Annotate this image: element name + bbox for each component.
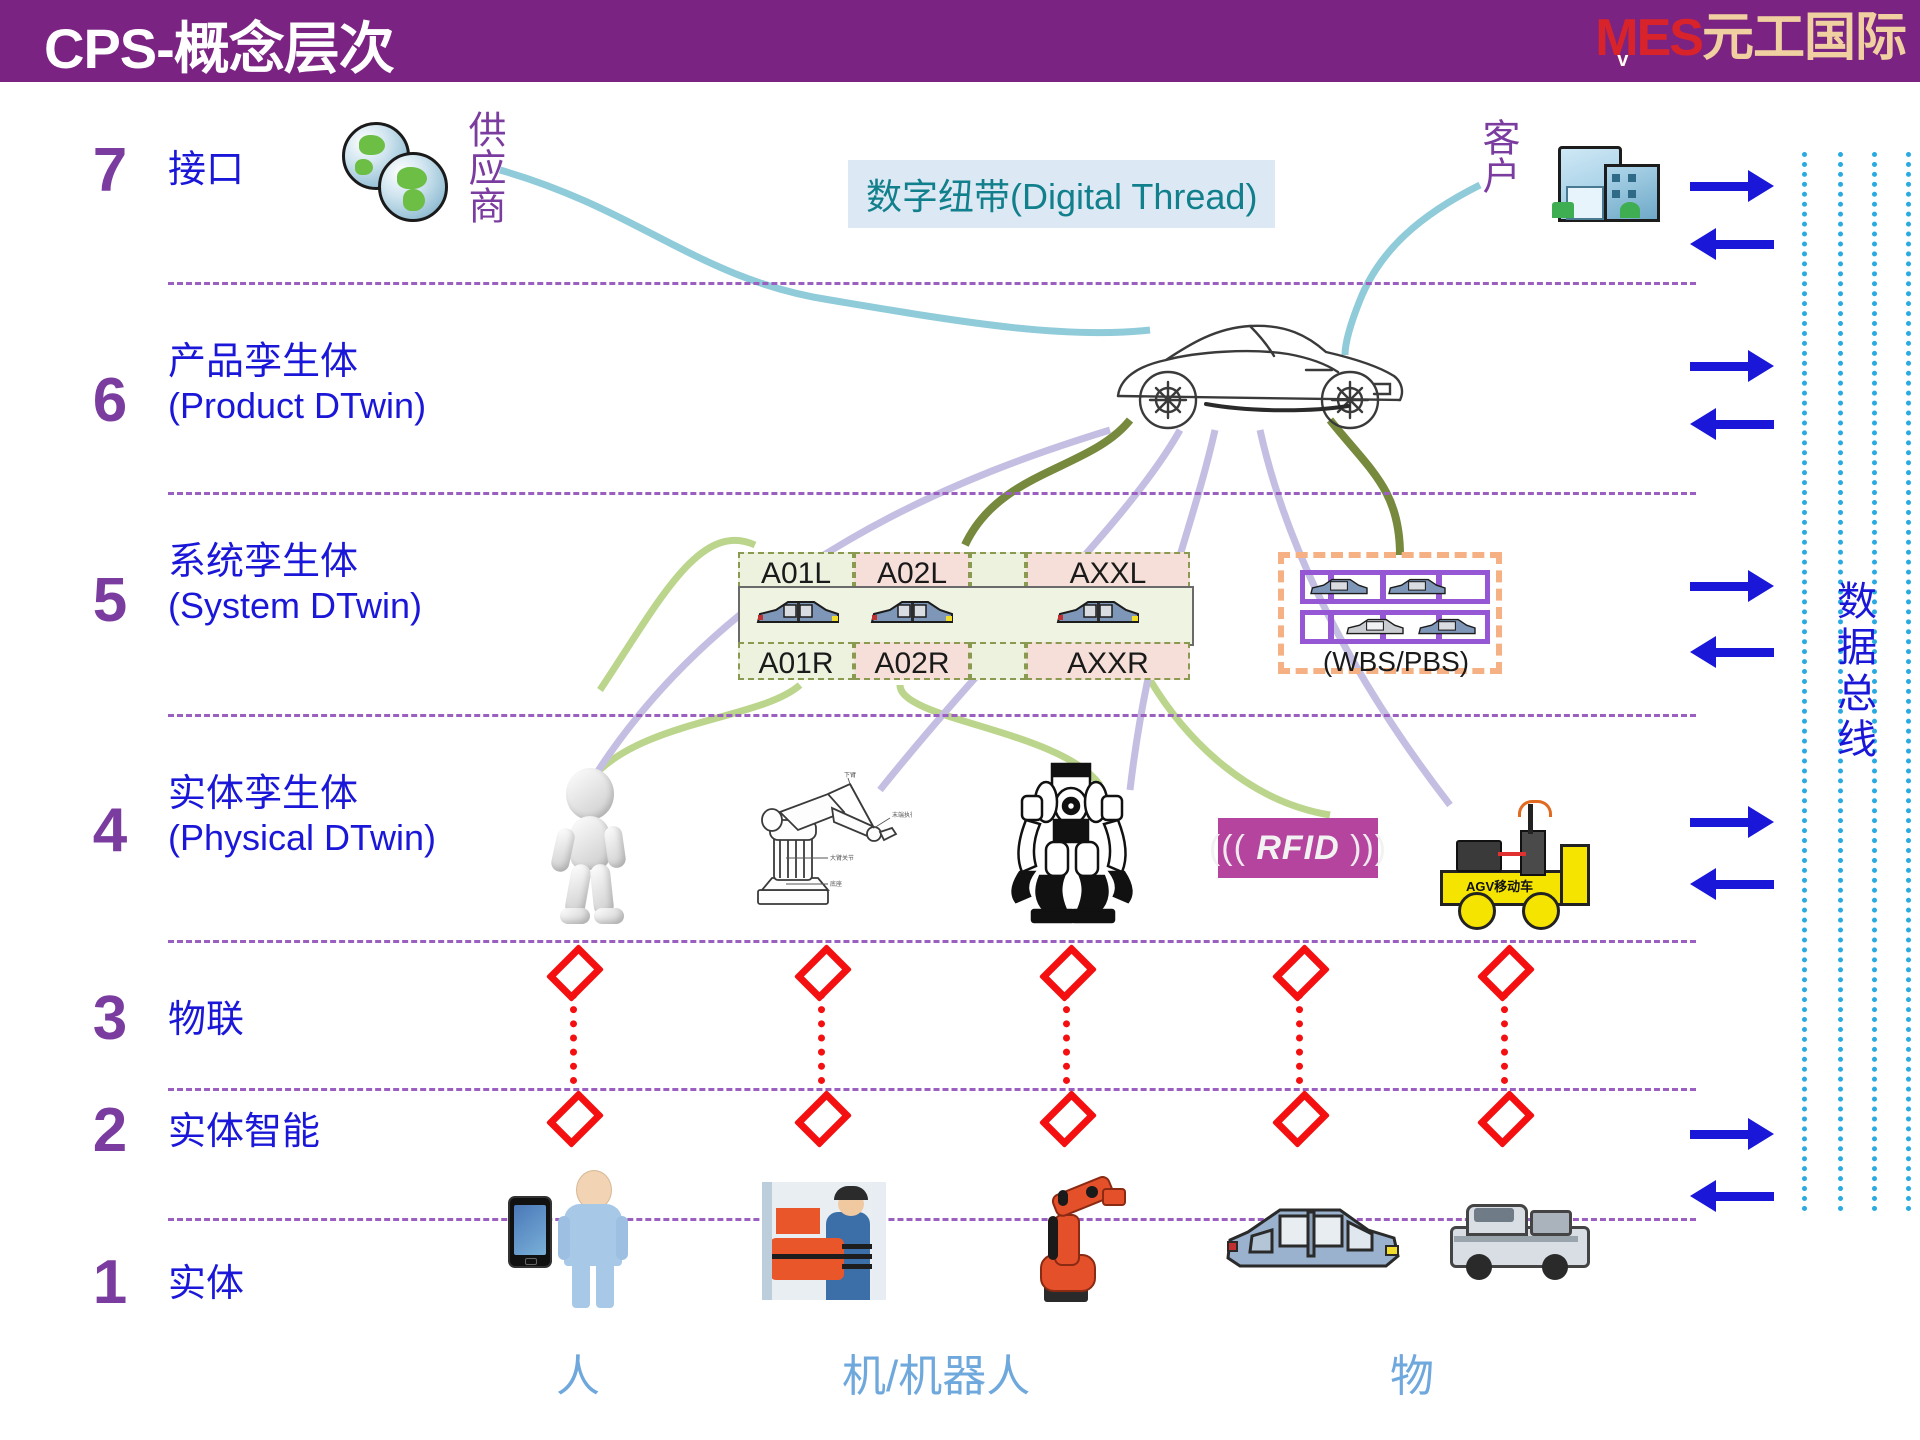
category-label-people: 人: [556, 1352, 600, 1401]
assembly-cell-bottom-0: A01R: [738, 642, 854, 680]
logo-v-mark: v: [1617, 49, 1629, 71]
layer-number-7: 7: [92, 136, 128, 205]
rfid-right-waves: ))): [1339, 828, 1388, 867]
assembly-car-0: [754, 594, 842, 634]
customer-label: 客户: [1476, 118, 1518, 194]
layer-number-1: 1: [92, 1248, 128, 1317]
layer-label-5-cn: 系统孪生体: [168, 541, 359, 583]
industrial-robot-icon: [1018, 1173, 1126, 1302]
layer-label-1-cn: 实体: [168, 1263, 245, 1305]
rack-car-0: [1306, 574, 1372, 602]
assembly-cell-top-0: A01L: [738, 552, 854, 590]
divider-7-6: [168, 282, 1696, 285]
digital-thread-box: 数字纽带(Digital Thread): [848, 160, 1276, 228]
layer-label-6: 产品孪生体 (Product DTwin): [168, 340, 426, 428]
agv-label: AGV移动车: [1466, 879, 1534, 894]
data-bus-line-2: [1872, 152, 1877, 1212]
rack-shelf-bottom: [1300, 610, 1490, 644]
data-bus-line-1: [1838, 152, 1843, 1212]
assembly-cell-top-1: A02L: [854, 552, 970, 590]
logo-chinese-text: 元工国际: [1701, 9, 1907, 67]
layer-label-6-en: (Product DTwin): [168, 385, 427, 426]
globe-front: [378, 152, 448, 222]
layer-label-5: 系统孪生体 (System DTwin): [168, 540, 422, 628]
rfid-tag-icon: ((( RFID ))): [1209, 818, 1386, 878]
layer-number-4: 4: [92, 796, 128, 865]
human-avatar-icon: [540, 768, 640, 926]
svg-text:下臂: 下臂: [844, 772, 856, 779]
assembly-cell-bottom-1: A02R: [854, 642, 970, 680]
rack-caption: (WBS/PBS): [1322, 646, 1470, 677]
layer-label-7: 接口: [168, 148, 244, 192]
title-bar: CPS-概念层次 MES元工国际 v: [0, 0, 1920, 82]
divider-4-3: [168, 940, 1696, 943]
data-bus-label: 数据总线: [1831, 580, 1875, 764]
smartphone-icon: [508, 1196, 552, 1268]
layer-number-3: 3: [92, 984, 128, 1053]
wbs-pbs-rack: (WBS/PBS): [1278, 552, 1502, 677]
layer-label-1: 实体: [168, 1262, 244, 1306]
divider-5-4: [168, 714, 1696, 717]
layer-label-4-cn: 实体孪生体: [168, 773, 359, 815]
assembly-car-2: [1054, 594, 1142, 634]
assembly-cell-top-gap: [970, 552, 1026, 588]
layer-label-3: 物联: [168, 998, 244, 1042]
divider-2-1: [168, 1218, 1696, 1221]
supplier-label: 供应商: [462, 110, 504, 224]
rack-car-2: [1342, 614, 1408, 642]
layer-number-6: 6: [92, 366, 128, 435]
rack-shelf-top: [1300, 570, 1490, 604]
assembly-line-group: A01L A02L AXXL: [738, 552, 1194, 680]
divider-6-5: [168, 492, 1696, 495]
divider-3-2: [168, 1088, 1696, 1091]
rfid-left-waves: (((: [1208, 828, 1257, 867]
rack-car-1: [1384, 574, 1450, 602]
category-label-things: 物: [1390, 1352, 1434, 1401]
supplier-globes-icon: [342, 122, 452, 222]
layer-label-2-cn: 实体智能: [168, 1111, 321, 1153]
humanoid-robot-icon: [984, 762, 1160, 930]
page-title: CPS-概念层次: [44, 17, 395, 80]
layer-label-7-cn: 接口: [168, 149, 245, 191]
layer-number-2: 2: [92, 1096, 128, 1165]
layer-label-4-en: (Physical DTwin): [168, 817, 437, 858]
agv-vehicle-icon: AGV移动车: [1432, 800, 1594, 930]
robot-arm-line-icon: 下臂 末端执行器 大臂关节 底座: [722, 771, 922, 922]
factory-worker-photo-icon: [762, 1182, 886, 1300]
car-body-icon: [1222, 1196, 1402, 1282]
assembly-cell-bottom-gap: [970, 642, 1026, 680]
layer-label-6-cn: 产品孪生体: [168, 341, 359, 383]
product-car-sketch-icon: [1110, 300, 1410, 430]
layer-label-5-en: (System DTwin): [168, 585, 423, 626]
rfid-label: RFID: [1256, 828, 1340, 867]
rack-car-3: [1414, 614, 1480, 642]
category-label-machine: 机/机器人: [842, 1352, 1031, 1401]
svg-text:末端执行器: 末端执行器: [892, 811, 912, 819]
assembly-car-1: [868, 594, 956, 634]
brand-logo: MES元工国际 v: [1595, 6, 1907, 71]
person-figure-icon: [552, 1168, 636, 1308]
layer-label-2: 实体智能: [168, 1110, 320, 1154]
svg-text:大臂关节: 大臂关节: [830, 854, 854, 862]
svg-text:底座: 底座: [830, 880, 842, 888]
smartphone-and-person-icon: [508, 1168, 638, 1308]
data-bus-line-0: [1802, 152, 1807, 1212]
layer-number-5: 5: [92, 566, 128, 635]
agv-cart-icon: [1444, 1192, 1594, 1284]
layer-label-3-cn: 物联: [168, 999, 245, 1041]
customer-building-icon: [1548, 128, 1666, 224]
logo-mes-text: MES: [1595, 9, 1704, 67]
assembly-cell-bottom-2: AXXR: [1026, 642, 1190, 680]
layer-label-4: 实体孪生体 (Physical DTwin): [168, 772, 436, 860]
assembly-cell-top-2: AXXL: [1026, 552, 1190, 590]
data-bus-line-3: [1906, 152, 1911, 1212]
